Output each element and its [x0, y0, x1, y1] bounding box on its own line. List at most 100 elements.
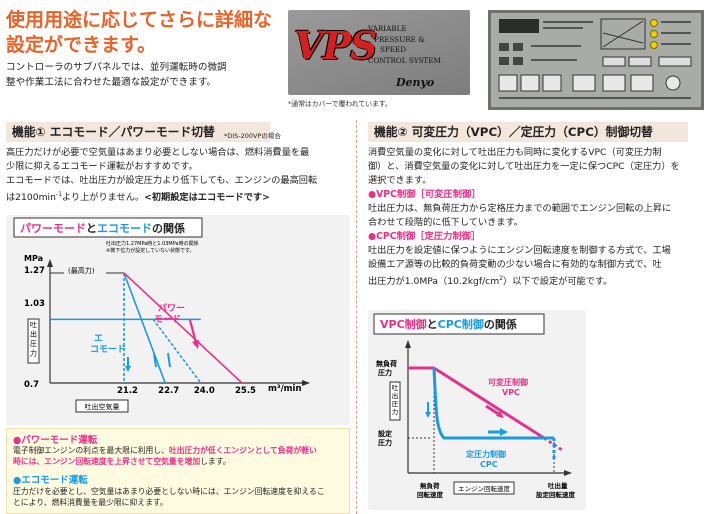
- svg-text:パワーモードとエコモードの関係: パワーモードとエコモードの関係: [20, 221, 185, 235]
- chart1-x-tick: 21.2: [117, 386, 138, 396]
- s1-default-note: <初期設定はエコモードです>: [144, 192, 270, 204]
- chart1-x-tick: 25.5: [235, 386, 256, 396]
- c1-ylabel-char: 圧: [30, 340, 37, 348]
- chart1-power-arrow: [188, 319, 198, 344]
- column-divider: [356, 120, 357, 514]
- power-text-hl-1: 吐出圧力が低くエンジンとして負荷が軽い: [168, 446, 317, 455]
- chart1-y-axis-label: 吐出圧力: [30, 320, 37, 358]
- c2-ylabel-char: 吐: [392, 383, 399, 392]
- chart1-y-low: 0.7: [24, 380, 39, 390]
- panel-button-3: [542, 74, 562, 92]
- chart1-y-high: 1.27: [24, 266, 45, 276]
- page-headline: 使用用途に応じてさらに詳細な 設定ができます。: [6, 8, 272, 58]
- s1-line-3: エコモードでは、吐出圧力が設定圧力より低下しても、エンジンの最高回転: [6, 175, 318, 186]
- vps-subtitle: VARIABLE PRESSURE & SPEED CONTROL SYSTEM: [368, 24, 441, 66]
- chart1-power-label: パワーモード: [154, 302, 185, 325]
- chart2-title-and: と: [427, 318, 438, 331]
- chart1-eco-line-2: [123, 272, 166, 384]
- chart2-y-set-2: 圧力: [378, 438, 392, 447]
- panel-led-1: [650, 19, 658, 27]
- chart2-x-left-1: 無負荷: [420, 481, 440, 490]
- vps-logo: VPS: [294, 23, 377, 68]
- chart1-x-axis-label: 吐出空気量: [85, 402, 120, 411]
- power-text-b: します。: [200, 457, 231, 466]
- chart1-x-unit: m³/min: [268, 384, 302, 394]
- chart-1-svg: パワーモードとエコモードの関係 吐出圧力1.27MPa時と1.03MPa時の関係…: [13, 217, 310, 413]
- section-2-body: 消費空気量の変化に対して吐出圧力も同時に変化するVPC（可変圧力制 御）と、消費…: [368, 146, 706, 289]
- chart1-y-unit: MPa: [24, 254, 43, 263]
- section-2-title-text: 機能② 可変圧力（VPC）／定圧力（CPC）制御切替: [374, 125, 653, 139]
- section-1-body: 高圧力だけが必要で空気量はあまり必要としない場合は、燃料消費量を最 少限に抑える…: [6, 146, 352, 205]
- c1-ylabel-char: 出: [30, 330, 37, 339]
- chart1-lines: [123, 272, 243, 384]
- cpc-line: [432, 367, 554, 440]
- eco-mode-head: ●エコモード運転: [13, 475, 88, 486]
- mode-legend: ●パワーモード運転 電子制御エンジンの利点を最大限に利用し、吐出圧力が低くエンジ…: [6, 428, 350, 514]
- vps-sub-4: CONTROL SYSTEM: [368, 55, 441, 65]
- panel-led-2: [650, 30, 658, 38]
- intro-line-1: コントローラのサブパネルでは、並列運転時の微調: [6, 62, 227, 73]
- chart1-note-1: 吐出圧力1.27MPa時と1.03MPa時の関係: [106, 240, 199, 247]
- chart-2-svg: VPC制御とCPC制御の関係 無負荷 圧力 吐出圧力 設定 圧力 可変圧制御 V…: [373, 313, 576, 499]
- chart1-axes: [47, 259, 310, 386]
- vps-sub-1: VARIABLE: [368, 24, 407, 33]
- c2-ylabel-char: 圧: [392, 400, 399, 408]
- chart1-title-and: と: [86, 222, 97, 235]
- chart1-title-power: パワーモード: [20, 222, 86, 235]
- chart2-title-rel: の関係: [484, 317, 517, 331]
- section-1-note: *DIS-200VPの場合: [224, 132, 281, 140]
- svg-text:VPC制御とCPC制御の関係: VPC制御とCPC制御の関係: [380, 317, 517, 331]
- chart1-eco-label: エコモード: [90, 334, 126, 355]
- chart1-eco-arrowhead: [125, 366, 131, 372]
- label-line-2: コモード: [90, 344, 126, 355]
- chart2-x-axis-label: エンジン回転速度: [458, 484, 511, 493]
- c1-ylabel-char: 吐: [30, 320, 37, 329]
- chart2-title-vpc: VPC制御: [380, 317, 427, 331]
- s2-line-1: 消費空気量の変化に対して吐出圧力も同時に変化するVPC（可変圧力制: [368, 147, 662, 158]
- cpc-line-1: 吐出圧力を設定値に保つようにエンジン回転速度を制御する方式で、工場: [368, 245, 671, 256]
- headline-line-2: 設定ができます。: [6, 34, 157, 56]
- vpc-line-1: 吐出圧力は、無負荷圧力から定格圧力までの範囲でエンジン回転の上昇に: [368, 203, 672, 214]
- cpc-line-3: 出圧力が1.0MPa（10.2kgf/cm2）以下で設定が可能です。: [368, 272, 706, 289]
- vps-sub-3: SPEED: [380, 45, 407, 54]
- panel-display: [499, 19, 539, 33]
- s1-line-4: は2100min-1より上がりません。<初期設定はエコモードです>: [6, 188, 352, 205]
- chart1-power-arrowhead: [192, 340, 199, 349]
- power-mode-head: ●パワーモード運転: [13, 435, 98, 446]
- chart-2-panel: VPC制御とCPC制御の関係 無負荷 圧力 吐出圧力 設定 圧力 可変圧制御 V…: [368, 310, 586, 510]
- chart1-title-rel: の関係: [152, 221, 185, 235]
- photo-caption: *通常はカバーで覆われています。: [288, 100, 392, 108]
- eco-mode-text: 圧力だけを必要とし、空気量はあまり必要としない時には、エンジン回転速度を抑えるこ…: [13, 486, 349, 508]
- chart1-eco-arrow-3: [167, 352, 171, 368]
- section-1-title: 機能① エコモード／パワーモード切替: [6, 122, 270, 142]
- denyo-brand: Denyo: [396, 76, 435, 89]
- chart1-x-tick: 22.7: [158, 386, 179, 396]
- chart2-x-right-1: 吐出量: [548, 481, 568, 490]
- cpc-head: ●CPC制御［定圧力制御］: [368, 231, 481, 242]
- label-line-1: エ: [94, 334, 103, 344]
- cpc-line-2: 設備エア源等の比較的負荷変動の少ない場合に有効的な制御方式で、吐: [368, 259, 662, 270]
- s2-line-3: 選択できます。: [368, 175, 432, 186]
- section-1-title-text: 機能① エコモード／パワーモード切替: [12, 125, 215, 139]
- label-line-1: パワー: [158, 302, 185, 314]
- chart1-eco-line-3: [152, 318, 202, 384]
- intro-line-2: 整や作業工法に合わせた最適な設定ができます。: [6, 77, 217, 88]
- headline-line-1: 使用用途に応じてさらに詳細な: [6, 9, 273, 31]
- chart2-vpc-label-1: 可変圧制御: [488, 377, 528, 387]
- s1-rpm-sup: -1: [55, 191, 62, 198]
- s2-line-2: 御）と、消費空気量の変化に対して吐出圧力を一定に保つCPC（定圧力）を: [368, 161, 680, 172]
- c1-ylabel-char: 力: [30, 349, 37, 358]
- vps-sub-2: PRESSURE &: [374, 34, 425, 44]
- section-2-title: 機能② 可変圧力（VPC）／定圧力（CPC）制御切替: [368, 122, 688, 142]
- panel-led-3: [650, 41, 658, 49]
- chart2-vpc-label-2: VPC: [502, 388, 520, 397]
- chart2-x-right-2: 設定回転速度: [536, 490, 576, 499]
- cpc-line-3-b: ）以下で設定が可能です。: [503, 276, 613, 288]
- label-line-2: モード: [154, 314, 181, 325]
- power-text-a: 電子制御エンジンの利点を最大限に利用し、: [13, 446, 169, 455]
- chart1-note-2: ※微下位力が設定していない状態です。: [106, 247, 195, 254]
- chart-1-panel: パワーモードとエコモードの関係 吐出圧力1.27MPa時と1.03MPa時の関係…: [6, 215, 350, 425]
- chart2-x-left-2: 回転速度: [417, 490, 444, 499]
- chart2-y-set-1: 設定: [378, 429, 392, 438]
